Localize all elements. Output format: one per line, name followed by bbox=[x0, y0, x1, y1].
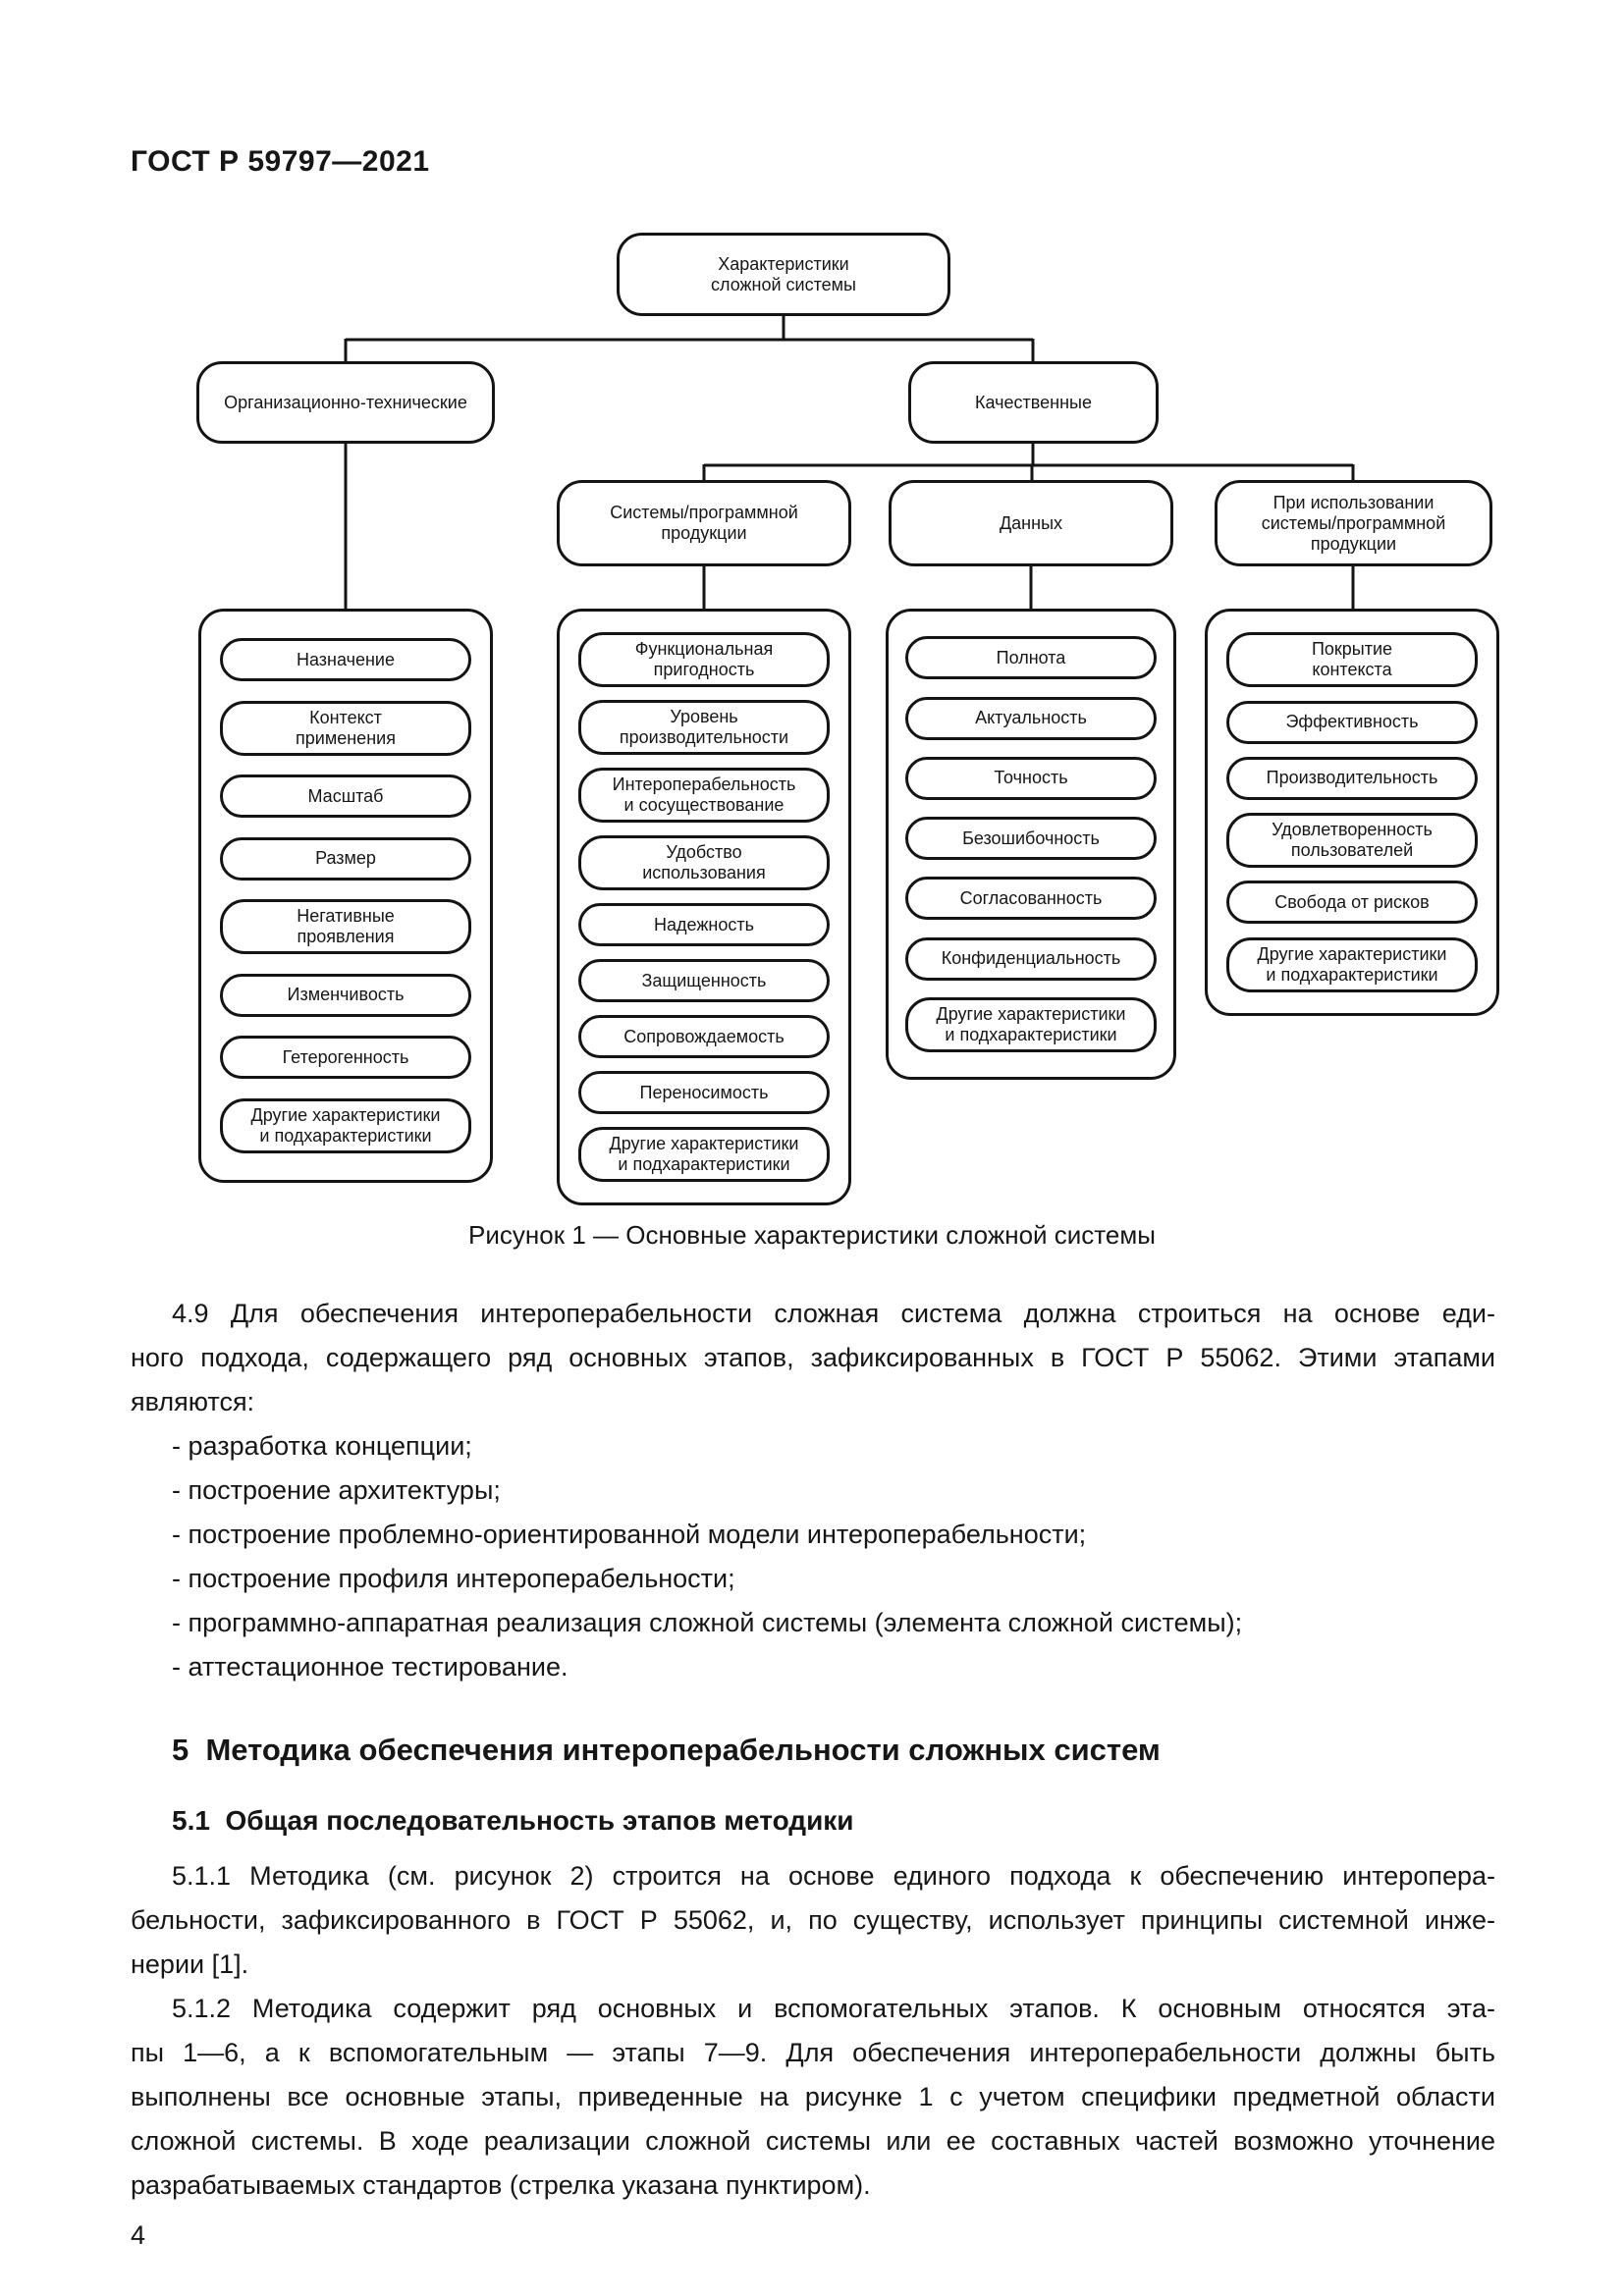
characteristic-pill: Удовлетворенность пользователей bbox=[1226, 813, 1478, 869]
characteristic-pill: Масштаб bbox=[220, 774, 471, 819]
characteristic-pill: Надежность bbox=[578, 903, 830, 946]
paragraph-5-1-2: 5.1.2 Методика содержит ряд основных и в… bbox=[131, 1987, 1495, 2208]
node-in-use: При использовании системы/программной пр… bbox=[1215, 480, 1492, 566]
group-organizational-technical: Назначение Контекст применения Масштаб Р… bbox=[198, 609, 493, 1183]
characteristic-pill: Согласованность bbox=[905, 877, 1157, 921]
characteristic-pill: Гетерогенность bbox=[220, 1036, 471, 1080]
text-line: сложной системы. В ходе реализации сложн… bbox=[131, 2126, 1495, 2156]
text-line: выполнены все основные этапы, приведенны… bbox=[131, 2082, 1495, 2111]
section-heading-5-1: 5.1 Общая последовательность этапов мето… bbox=[172, 1805, 854, 1836]
characteristic-pill: Точность bbox=[905, 756, 1157, 800]
characteristic-pill: Сопровождаемость bbox=[578, 1015, 830, 1058]
characteristic-pill: Актуальность bbox=[905, 696, 1157, 740]
figure-caption: Рисунок 1 — Основные характеристики слож… bbox=[468, 1220, 1156, 1250]
text-line: являются: bbox=[131, 1387, 255, 1416]
characteristic-pill: Назначение bbox=[220, 638, 471, 682]
node-system-software-product: Системы/программной продукции bbox=[557, 480, 851, 566]
characteristic-pill: Размер bbox=[220, 836, 471, 881]
characteristic-pill: Интероперабельность и сосуществование bbox=[578, 768, 830, 823]
characteristic-pill: Покрытие контекста bbox=[1226, 632, 1478, 688]
text-line: бельности, зафиксированного в ГОСТ Р 550… bbox=[131, 1905, 1495, 1935]
characteristic-pill: Уровень производительности bbox=[578, 700, 830, 755]
text-line: пы 1—6, а к вспомогательным — этапы 7—9.… bbox=[131, 2038, 1495, 2067]
characteristic-pill: Полнота bbox=[905, 636, 1157, 680]
characteristic-pill: Другие характеристики и подхарактеристик… bbox=[1226, 936, 1478, 992]
text-line: разрабатываемых стандартов (стрелка указ… bbox=[131, 2170, 871, 2200]
paragraph-5-1-1: 5.1.1 Методика (см. рисунок 2) строится … bbox=[131, 1854, 1495, 1987]
diagram-connector-lines bbox=[344, 316, 1355, 611]
characteristic-pill: Свобода от рисков bbox=[1226, 881, 1478, 925]
text-line: 4.9 Для обеспечения интероперабельности … bbox=[172, 1299, 1495, 1328]
text-line: нерии [1]. bbox=[131, 1949, 249, 1979]
list-item: - построение профиля интероперабельности… bbox=[172, 1564, 735, 1593]
characteristic-pill: Безошибочность bbox=[905, 817, 1157, 860]
node-organizational-technical: Организационно-технические bbox=[196, 361, 495, 444]
paragraph-4-9: 4.9 Для обеспечения интероперабельности … bbox=[131, 1292, 1495, 1424]
characteristic-pill: Изменчивость bbox=[220, 973, 471, 1017]
characteristic-pill: Конфиденциальность bbox=[905, 936, 1157, 981]
text-line: 5.1.1 Методика (см. рисунок 2) строится … bbox=[172, 1861, 1495, 1891]
characteristic-pill: Контекст применения bbox=[220, 700, 471, 756]
list-item: - построение проблемно-ориентированной м… bbox=[172, 1520, 1087, 1549]
characteristic-pill: Производительность bbox=[1226, 756, 1478, 800]
characteristic-pill: Другие характеристики и подхарактеристик… bbox=[220, 1097, 471, 1153]
characteristic-pill: Эффективность bbox=[1226, 700, 1478, 744]
stages-list: - разработка концепции; - построение арх… bbox=[131, 1424, 1495, 1689]
text-line: ного подхода, содержащего ряд основных э… bbox=[131, 1343, 1495, 1372]
list-item: - построение архитектуры; bbox=[172, 1475, 501, 1505]
characteristic-pill: Переносимость bbox=[578, 1071, 830, 1114]
body-text: 4.9 Для обеспечения интероперабельности … bbox=[131, 1292, 1495, 2208]
characteristic-pill: Негативные проявления bbox=[220, 899, 471, 955]
node-root-characteristics: Характеристики сложной системы bbox=[617, 233, 950, 316]
list-item: - аттестационное тестирование. bbox=[172, 1652, 568, 1682]
node-data: Данных bbox=[889, 480, 1173, 566]
group-in-use: Покрытие контекста Эффективность Произво… bbox=[1205, 609, 1499, 1016]
page-number: 4 bbox=[131, 2220, 146, 2250]
section-heading-5: 5 Методика обеспечения интероперабельнос… bbox=[172, 1733, 1161, 1767]
characteristic-pill: Другие характеристики и подхарактеристик… bbox=[905, 996, 1157, 1052]
group-system-software-product: Функциональная пригодность Уровень произ… bbox=[557, 609, 851, 1205]
text-line: 5.1.2 Методика содержит ряд основных и в… bbox=[172, 1994, 1495, 2023]
list-item: - разработка концепции; bbox=[172, 1431, 472, 1461]
node-qualitative: Качественные bbox=[908, 361, 1159, 444]
list-item: - программно-аппаратная реализация сложн… bbox=[172, 1608, 1243, 1637]
characteristic-pill: Защищенность bbox=[578, 959, 830, 1002]
characteristic-pill: Другие характеристики и подхарактеристик… bbox=[578, 1127, 830, 1182]
characteristic-pill: Удобство использования bbox=[578, 835, 830, 890]
document-code-header: ГОСТ Р 59797—2021 bbox=[131, 145, 430, 178]
group-data: Полнота Актуальность Точность Безошибочн… bbox=[886, 609, 1176, 1080]
characteristic-pill: Функциональная пригодность bbox=[578, 632, 830, 687]
